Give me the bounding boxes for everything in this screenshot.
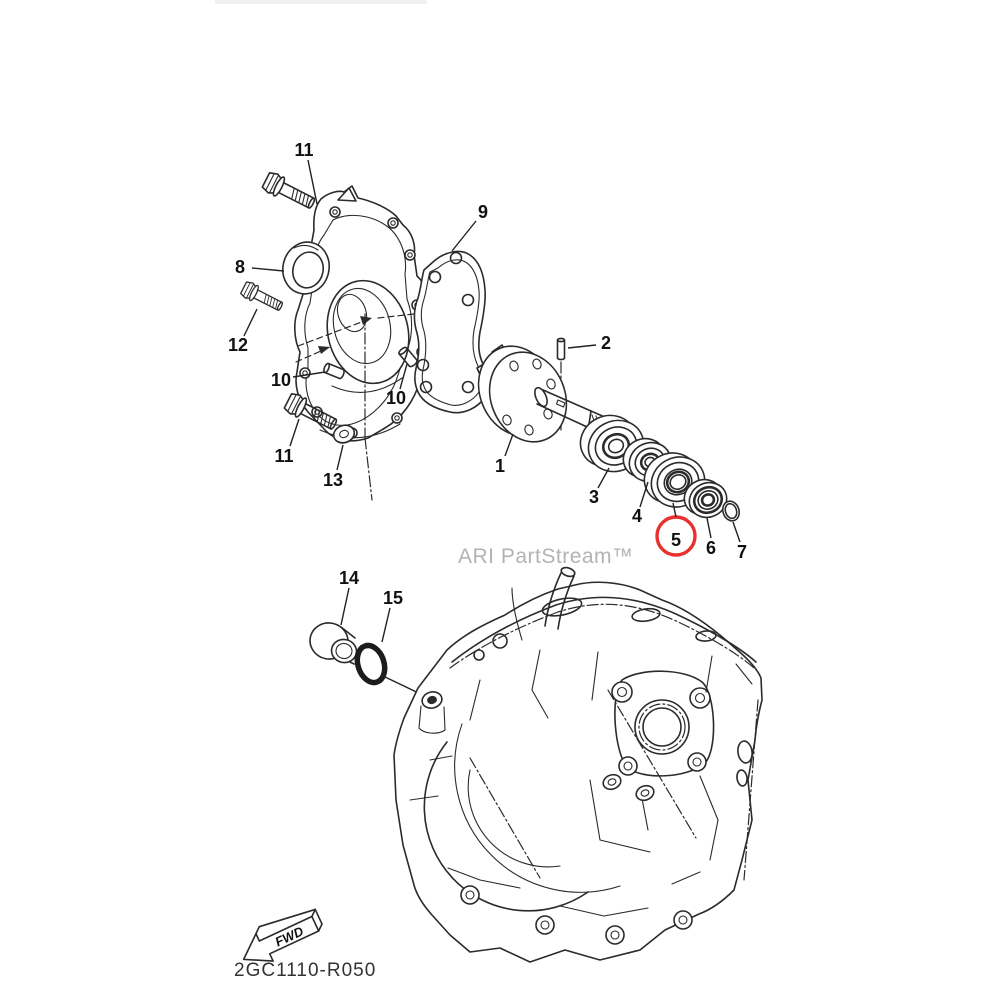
svg-text:1: 1 — [495, 456, 505, 476]
svg-text:13: 13 — [323, 470, 343, 490]
callout-13[interactable]: 13 — [323, 444, 344, 490]
collar-14 — [309, 622, 358, 665]
callout-10[interactable]: 10 — [386, 363, 408, 408]
crankcase-pipe — [511, 566, 576, 641]
top-crop-artifact — [215, 0, 427, 4]
flange-bolt-12 — [239, 279, 286, 316]
svg-text:11: 11 — [274, 446, 293, 466]
callout-10[interactable]: 10 — [271, 370, 326, 390]
crankcase-bolt-bosses — [460, 740, 753, 945]
callout-8[interactable]: 8 — [235, 257, 285, 277]
svg-text:7: 7 — [737, 542, 747, 562]
washer-13 — [332, 424, 356, 444]
svg-text:11: 11 — [294, 140, 313, 160]
crankcase — [393, 566, 763, 963]
gasket-holes — [416, 251, 475, 394]
svg-text:6: 6 — [706, 538, 716, 558]
callout-9[interactable]: 9 — [451, 202, 488, 252]
callout-4[interactable]: 4 — [632, 481, 649, 526]
svg-text:4: 4 — [632, 506, 642, 526]
callout-1[interactable]: 1 — [495, 433, 514, 476]
callout-2[interactable]: 2 — [567, 333, 611, 353]
svg-text:3: 3 — [589, 487, 599, 507]
callout-15[interactable]: 15 — [381, 588, 403, 643]
svg-text:8: 8 — [235, 257, 245, 277]
flange-bolt-11-top — [260, 169, 319, 215]
oil-seal-6 — [683, 478, 728, 519]
pump-gasket — [413, 250, 490, 414]
housing-spout — [337, 187, 357, 202]
callout-3[interactable]: 3 — [589, 467, 610, 507]
watermark-text: ARI PartStream™ — [458, 545, 634, 568]
callout-11[interactable]: 11 — [274, 418, 300, 466]
washer-7 — [721, 500, 741, 522]
svg-text:12: 12 — [228, 335, 248, 355]
impeller-shaft-assembly — [476, 344, 621, 443]
water-pump-housing — [282, 185, 436, 501]
part-code-text: 2GC1110-R050 — [234, 960, 376, 981]
crankcase-centerlines — [469, 689, 759, 881]
callout-6[interactable]: 6 — [706, 517, 716, 558]
callout-11[interactable]: 11 — [294, 140, 318, 205]
svg-text:15: 15 — [383, 588, 403, 608]
crankcase-studs — [602, 773, 655, 802]
pin-2 — [556, 337, 566, 361]
svg-text:2: 2 — [601, 333, 611, 353]
pump-mount-bore — [611, 670, 715, 777]
svg-text:14: 14 — [339, 568, 359, 588]
oring-bore — [418, 691, 446, 734]
svg-text:10: 10 — [386, 388, 406, 408]
housing-inlet-tube — [282, 241, 330, 295]
callout-12[interactable]: 12 — [228, 308, 258, 355]
impeller-holes — [502, 358, 556, 436]
callout-7[interactable]: 7 — [732, 521, 747, 562]
svg-text:10: 10 — [271, 370, 291, 390]
svg-text:9: 9 — [478, 202, 488, 222]
callout-5[interactable]: 5 — [671, 502, 681, 550]
crankcase-ribs — [409, 649, 753, 917]
svg-text:5: 5 — [671, 530, 681, 550]
callout-14[interactable]: 14 — [339, 568, 359, 626]
